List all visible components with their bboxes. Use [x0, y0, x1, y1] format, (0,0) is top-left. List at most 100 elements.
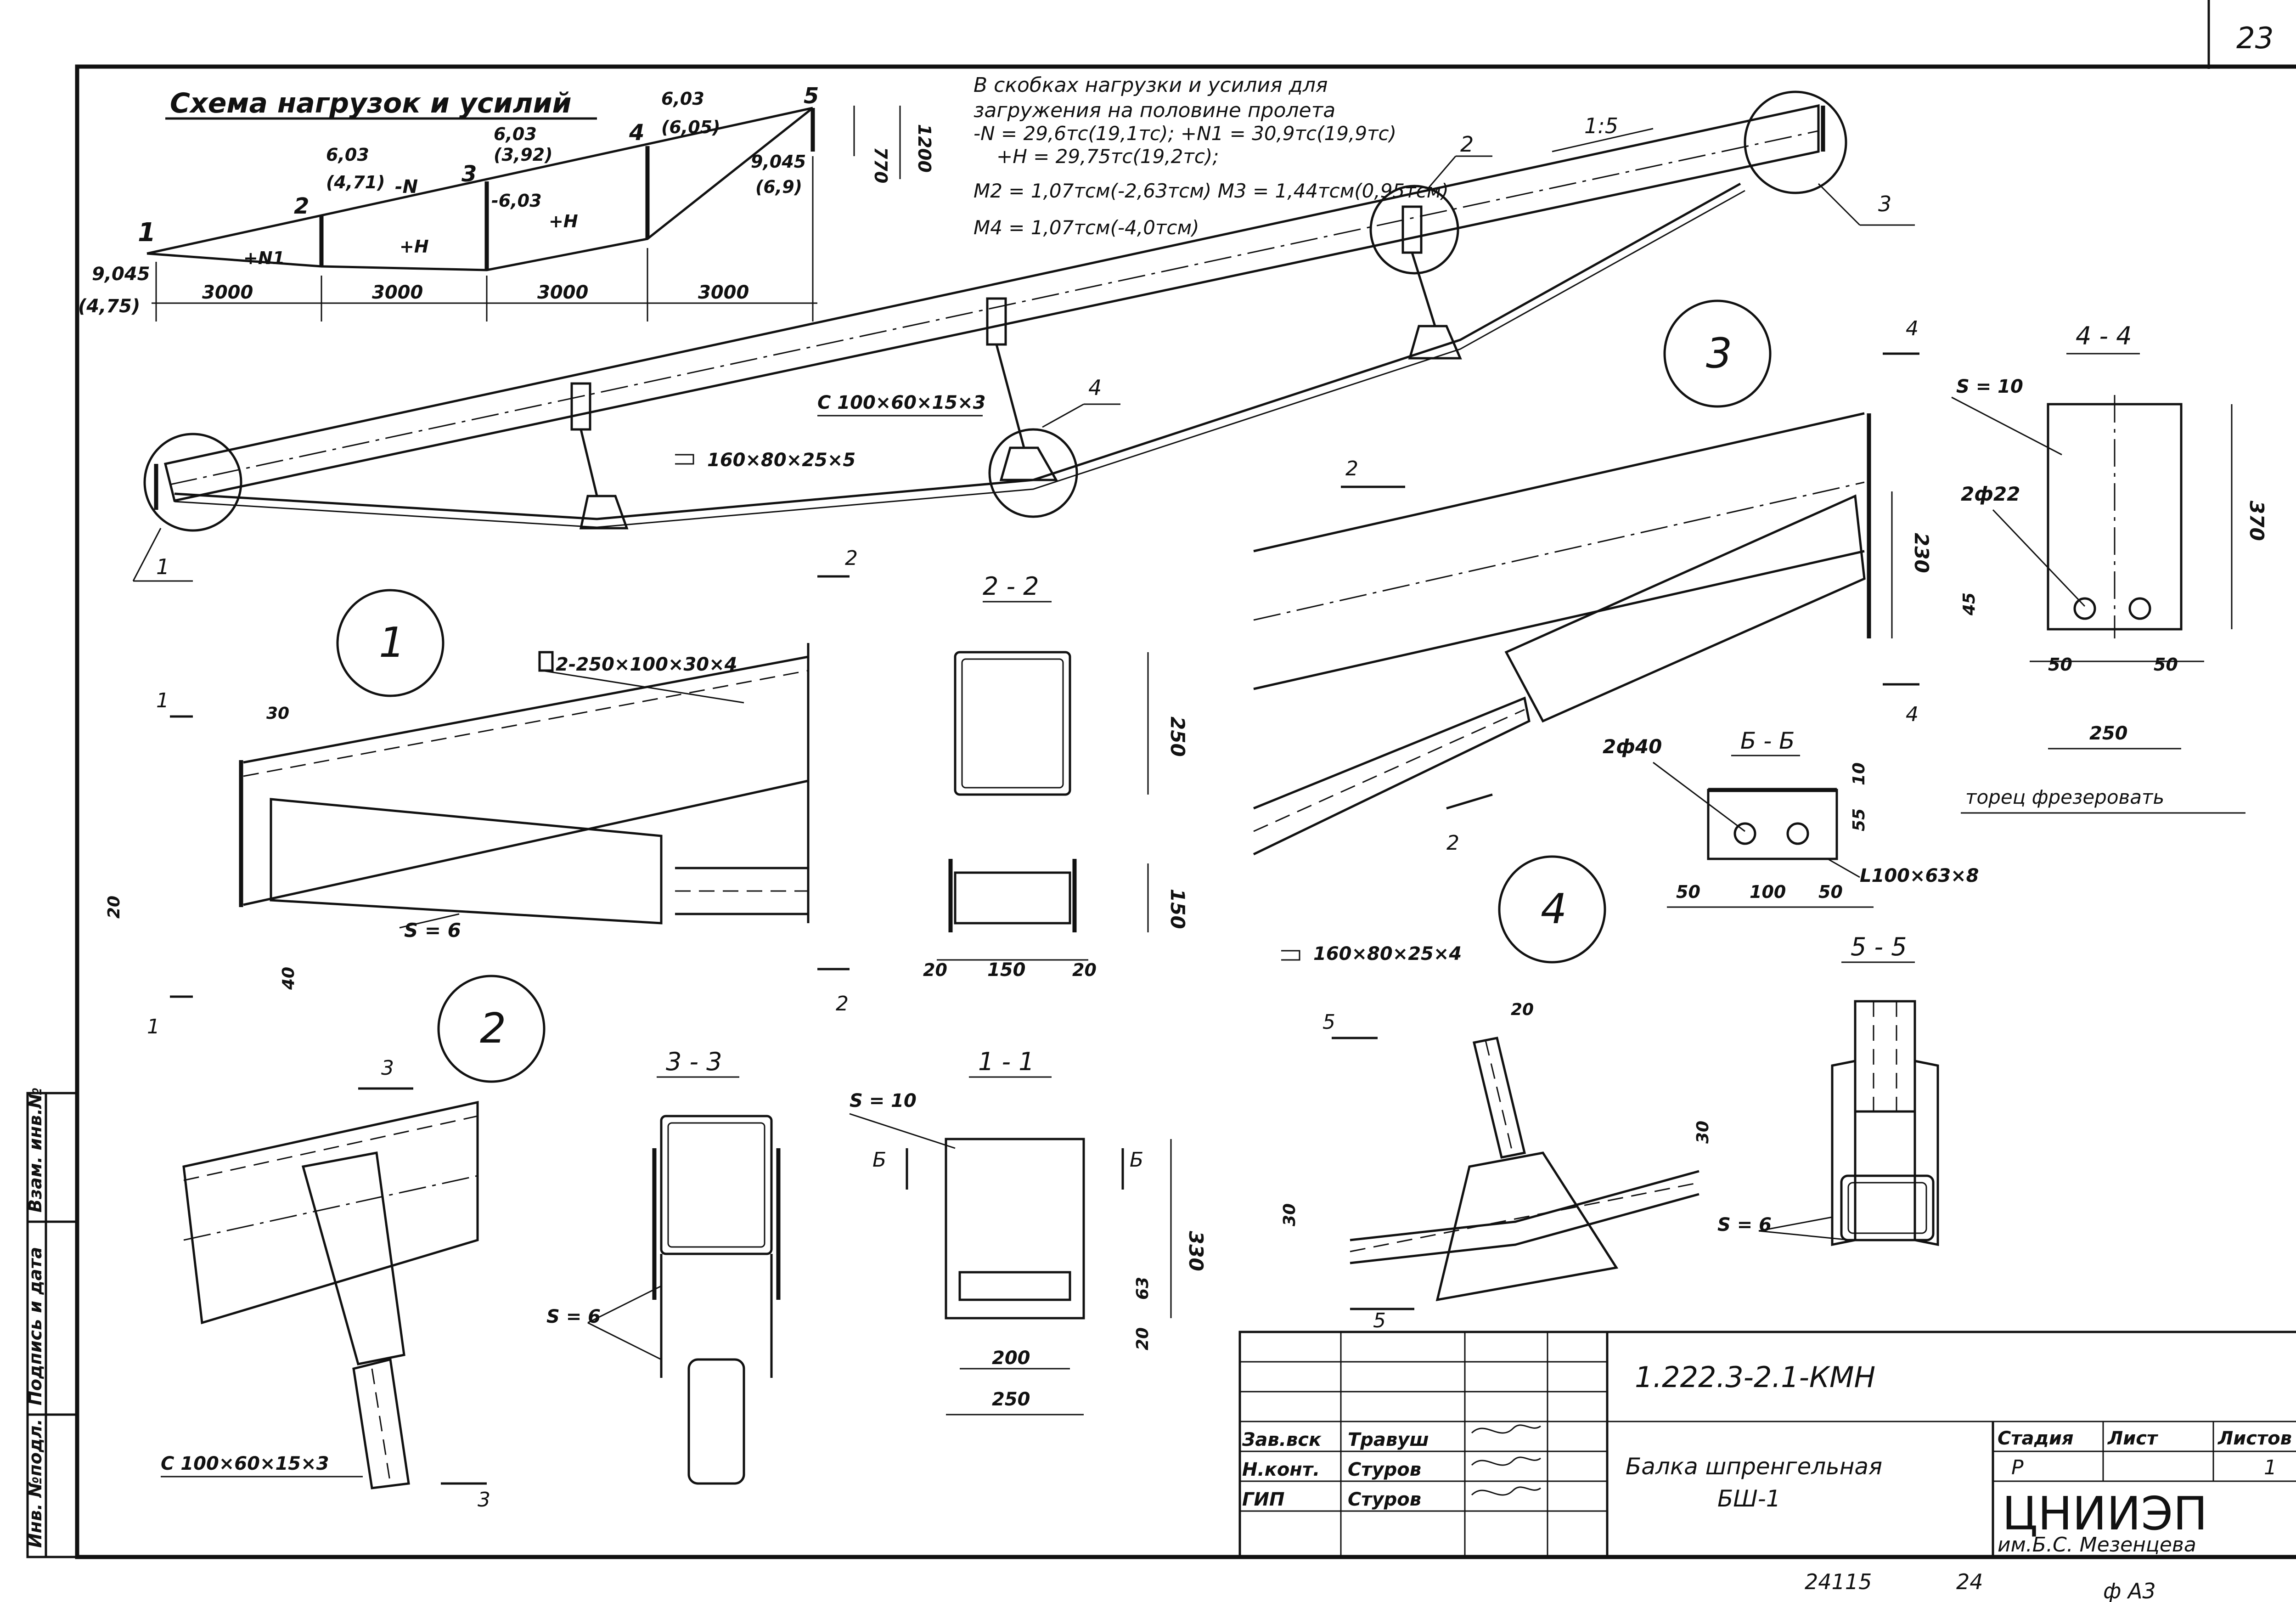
channel-icon — [1281, 950, 1300, 961]
hidden — [183, 1115, 478, 1181]
tb-object-line1: Балка шпренгельная — [1626, 1453, 1882, 1480]
page-number: 23 — [2236, 22, 2273, 56]
axis — [183, 1175, 478, 1241]
cut-label: 2 — [1345, 457, 1358, 480]
tb-org-name: ЦНИИЭП — [2002, 1487, 2207, 1540]
callout-label-4: 4 — [1088, 375, 1102, 400]
gusset-edge — [1831, 1059, 1857, 1247]
load-value: (3,92) — [494, 145, 553, 165]
dim-text: 150 — [987, 959, 1026, 981]
cut-label: 2 — [1446, 831, 1459, 855]
beam-hidden — [243, 670, 809, 777]
cut-label: 4 — [1906, 317, 1919, 340]
notes-line: +H = 29,75тс(19,2тс); — [996, 145, 1219, 168]
leader — [1758, 1216, 1833, 1232]
dim-text: 63 — [1133, 1277, 1152, 1300]
beam-body — [163, 104, 1820, 502]
hidden — [1253, 709, 1525, 832]
force-label: -6,03 — [491, 191, 542, 211]
copy-number: 24 — [1956, 1569, 1983, 1594]
section-4-4: 4 - 4 S = 10 2ф22 370 45 50 50 250 торец… — [1951, 322, 2268, 814]
box-section — [660, 1115, 773, 1255]
tb-code: 1.222.3-2.1-КМН — [1635, 1360, 1875, 1394]
leader — [1758, 1230, 1851, 1241]
beam-bottom — [243, 779, 809, 906]
beam-profile-label: 2-250×100×30×4 — [556, 654, 737, 675]
side-stamp: Инв. №подл. Подпись и дата Взам. инв.№ — [25, 1088, 79, 1558]
load-value: (4,71) — [326, 172, 385, 192]
tie-profile-label: 160×80×25×4 — [1313, 943, 1462, 965]
node-circle — [336, 589, 445, 697]
strut-head — [1401, 205, 1423, 254]
inv-number: 24115 — [1805, 1569, 1872, 1594]
callout-circle-1 — [143, 433, 242, 532]
node-circle — [437, 975, 546, 1083]
tb-role: Н.конт. — [1242, 1459, 1320, 1480]
leader — [1818, 183, 1861, 226]
cut-label: 5 — [1373, 1309, 1386, 1332]
tb-org-sub: им.Б.С. Мезенцева — [1998, 1533, 2196, 1557]
tb-stage-label: Стадия — [1998, 1428, 2074, 1449]
load-value: 6,03 — [326, 145, 369, 165]
angle-section — [1707, 789, 1838, 860]
leader — [1653, 762, 1745, 832]
dim-text: 50 — [2154, 654, 2178, 675]
cut-label: Б — [1130, 1148, 1143, 1172]
profile-symbol — [538, 651, 554, 672]
cut-label: 3 — [478, 1488, 490, 1512]
node-number: 3 — [1706, 329, 1732, 378]
mill-note: торец фрезеровать — [1965, 786, 2164, 808]
section-title: 1 - 1 — [978, 1047, 1035, 1076]
plate-label: S = 6 — [1717, 1214, 1772, 1235]
section-5-5: 5 - 5 S = 6 — [1717, 932, 1939, 1247]
gusset — [1435, 1151, 1619, 1302]
signature — [1471, 1424, 1541, 1434]
cut-label: Б — [872, 1148, 886, 1172]
notes-line: загружения на половине пролета — [974, 99, 1335, 122]
plate-label: S = 6 — [546, 1306, 601, 1327]
format-label: ф А3 — [2103, 1579, 2156, 1602]
force-label: -N — [395, 176, 418, 197]
dim-text: 3000 — [372, 282, 423, 303]
scheme-top-chord — [146, 107, 813, 255]
cut-label: 1 — [156, 689, 169, 712]
leader — [132, 528, 162, 581]
box-inner — [961, 658, 1064, 789]
dim-text: 230 — [1910, 533, 1933, 573]
gusset-edge — [1913, 1059, 1939, 1247]
hidden — [371, 1368, 391, 1484]
section-3-3: 3 - 3 S = 6 — [546, 1047, 781, 1485]
signature — [1471, 1486, 1541, 1496]
load-scheme: Схема нагрузок и усилий 1 2 3 4 5 9,045 … — [78, 73, 1449, 322]
tie-top — [1350, 1170, 1699, 1241]
side-stamp-label: Инв. №подл. — [25, 1419, 45, 1548]
leader — [1042, 403, 1084, 428]
leader — [1827, 858, 1860, 878]
strut-profile-label: С 100×60×15×3 — [817, 392, 985, 413]
tie-rod — [174, 182, 1741, 520]
tb-name: Травуш — [1348, 1429, 1429, 1450]
strut-foot — [579, 495, 629, 530]
hidden — [1350, 1182, 1699, 1252]
gusset — [1504, 494, 1866, 723]
angle — [958, 1271, 1071, 1301]
box-inner — [667, 1122, 765, 1248]
tb-object-line2: БШ-1 — [1717, 1485, 1781, 1512]
section-title: 2 - 2 — [983, 572, 1039, 601]
box-section — [954, 651, 1071, 796]
strut — [1411, 252, 1436, 327]
leader — [399, 913, 460, 929]
beam-axis — [1253, 481, 1865, 621]
callout-label-2: 2 — [1460, 132, 1474, 157]
dim-text: 40 — [279, 967, 298, 990]
force-label: +H — [400, 237, 429, 257]
node-number: 4 — [1541, 885, 1567, 933]
hole — [1733, 822, 1756, 845]
tb-role: Зав.вск — [1242, 1429, 1322, 1450]
node-2-detail: 2 С 100×60×15×3 3 3 — [161, 975, 546, 1512]
section-1-1: 1 - 1 S = 10 Б Б 330 63 20 200 250 — [849, 1047, 1207, 1416]
hole — [2128, 597, 2151, 620]
dim-text: 3000 — [698, 282, 749, 303]
